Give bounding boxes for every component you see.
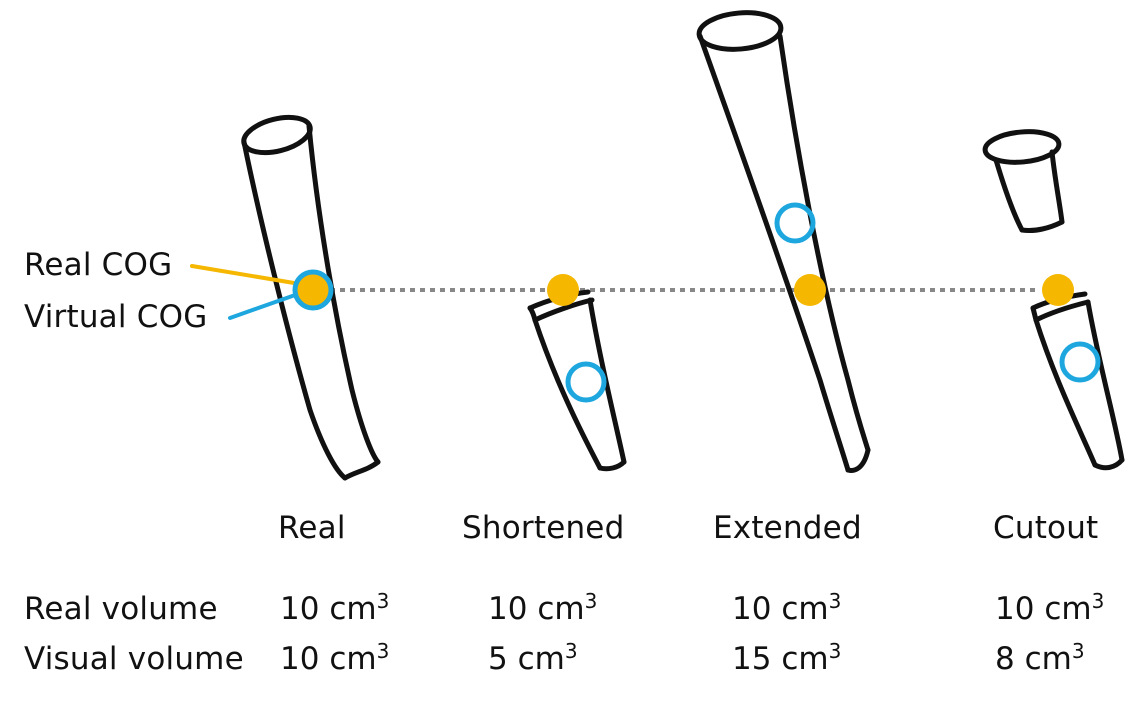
unit-exponent: 3 xyxy=(584,589,598,613)
value-unit: cm3 xyxy=(329,641,389,677)
real-cog-marker-real xyxy=(297,274,329,306)
condition-label-shortened: Shortened xyxy=(462,510,625,546)
row-label-visual-volume: Visual volume xyxy=(24,641,244,677)
visual-volume-shortened: 5 cm3 xyxy=(488,641,578,677)
condition-label-extended: Extended xyxy=(713,510,862,546)
visual-volume-real: 10 cm3 xyxy=(280,641,389,677)
unit-text: cm xyxy=(1024,641,1072,677)
unit-text: cm xyxy=(1044,591,1092,627)
virtual-cog-marker-real xyxy=(292,269,334,311)
value-number: 10 xyxy=(280,591,320,627)
row-label-real-volume: Real volume xyxy=(24,591,218,627)
unit-text: cm xyxy=(517,641,565,677)
unit-text: cm xyxy=(781,641,829,677)
real-volume-extended: 10 cm3 xyxy=(732,591,841,627)
stick-extended xyxy=(696,10,871,473)
real-cog-marker-extended xyxy=(794,274,826,306)
value-unit: cm3 xyxy=(329,591,389,627)
virtual-cog-marker-cutout xyxy=(1059,341,1101,383)
unit-text: cm xyxy=(329,641,377,677)
real-cog-pointer xyxy=(190,264,302,286)
real-volume-shortened: 10 cm3 xyxy=(488,591,597,627)
visual-volume-cutout: 8 cm3 xyxy=(995,641,1085,677)
unit-exponent: 3 xyxy=(828,639,842,663)
virtual-cog-pointer xyxy=(228,292,300,320)
stick-cutout-top xyxy=(982,129,1065,233)
value-unit: cm3 xyxy=(537,591,597,627)
value-unit: cm3 xyxy=(781,591,841,627)
unit-exponent: 3 xyxy=(376,589,390,613)
value-number: 10 xyxy=(995,591,1035,627)
real-cog-marker-cutout xyxy=(1042,274,1074,306)
virtual-cog-marker-extended xyxy=(774,202,816,244)
legend-virtual-cog: Virtual COG xyxy=(24,299,208,335)
value-number: 15 xyxy=(732,641,772,677)
value-number: 5 xyxy=(488,641,508,677)
value-number: 10 xyxy=(732,591,772,627)
real-volume-cutout: 10 cm3 xyxy=(995,591,1104,627)
value-unit: cm3 xyxy=(1044,591,1104,627)
unit-exponent: 3 xyxy=(828,589,842,613)
real-cog-marker-shortened xyxy=(547,274,579,306)
value-number: 8 xyxy=(995,641,1015,677)
unit-text: cm xyxy=(537,591,585,627)
value-unit: cm3 xyxy=(1025,641,1085,677)
value-unit: cm3 xyxy=(781,641,841,677)
stick-shortened xyxy=(527,289,627,472)
real-volume-real: 10 cm3 xyxy=(280,591,389,627)
value-number: 10 xyxy=(280,641,320,677)
unit-text: cm xyxy=(329,591,377,627)
unit-exponent: 3 xyxy=(1091,589,1105,613)
value-number: 10 xyxy=(488,591,528,627)
unit-exponent: 3 xyxy=(376,639,390,663)
unit-text: cm xyxy=(781,591,829,627)
legend-real-cog: Real COG xyxy=(24,247,173,283)
stick-real xyxy=(241,114,381,481)
unit-exponent: 3 xyxy=(1071,639,1085,663)
unit-exponent: 3 xyxy=(564,639,578,663)
visual-volume-extended: 15 cm3 xyxy=(732,641,841,677)
value-unit: cm3 xyxy=(518,641,578,677)
condition-label-cutout: Cutout xyxy=(993,510,1099,546)
virtual-cog-marker-shortened xyxy=(565,361,607,403)
condition-label-real: Real xyxy=(278,510,346,546)
